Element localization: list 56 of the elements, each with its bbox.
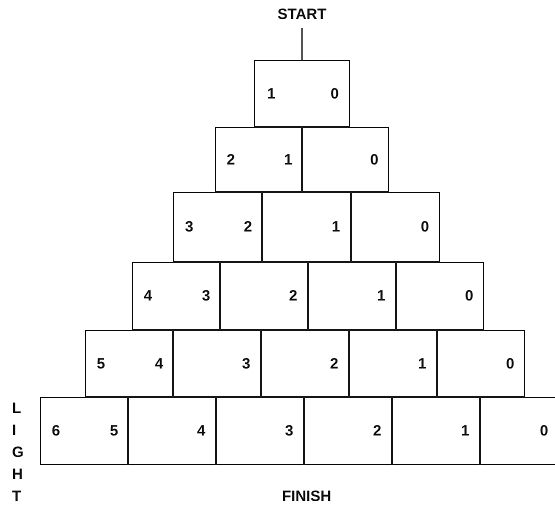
vertical-letter: T bbox=[12, 488, 22, 505]
number-label: 2 bbox=[372, 422, 382, 440]
pyramid-box bbox=[396, 262, 484, 330]
vertical-letter: L bbox=[12, 400, 22, 417]
pyramid-box bbox=[308, 262, 396, 330]
number-label: 1 bbox=[284, 151, 292, 168]
number-label: 0 bbox=[420, 218, 430, 236]
number-label: 0 bbox=[370, 151, 378, 168]
number-label: 2 bbox=[330, 355, 338, 372]
number-label: 1 bbox=[332, 218, 340, 236]
finish-label: FINISH bbox=[282, 488, 332, 505]
pyramid-box bbox=[220, 262, 308, 330]
pyramid-box bbox=[40, 397, 128, 465]
number-label: 5 bbox=[110, 422, 118, 440]
number-label: 3 bbox=[184, 218, 194, 236]
number-label: 0 bbox=[330, 85, 339, 102]
pyramid-box bbox=[437, 330, 525, 397]
number-label: 1 bbox=[376, 288, 386, 304]
number-label: 3 bbox=[284, 422, 294, 440]
number-label: 4 bbox=[154, 355, 164, 372]
number-label: 6 bbox=[52, 422, 60, 440]
number-label: 4 bbox=[144, 288, 152, 304]
number-label: 1 bbox=[267, 85, 276, 102]
pyramid-box bbox=[261, 330, 349, 397]
number-label: 2 bbox=[244, 218, 252, 236]
number-label: 1 bbox=[460, 422, 470, 440]
vertical-letter: I bbox=[12, 422, 16, 439]
number-label: 3 bbox=[202, 288, 210, 304]
pyramid-box bbox=[480, 397, 555, 465]
pyramid-box bbox=[173, 192, 262, 262]
pyramid-box bbox=[173, 330, 261, 397]
number-label: 4 bbox=[196, 422, 206, 440]
start-label: START bbox=[272, 6, 332, 23]
vertical-letter: G bbox=[12, 444, 24, 461]
number-label: 2 bbox=[226, 151, 235, 168]
connector-line bbox=[301, 28, 303, 60]
number-label: 0 bbox=[506, 355, 514, 372]
pyramid-box bbox=[351, 192, 440, 262]
number-label: 3 bbox=[242, 355, 250, 372]
pyramid-box bbox=[302, 127, 389, 192]
number-label: 2 bbox=[288, 288, 298, 304]
pyramid-box bbox=[349, 330, 437, 397]
pyramid-box bbox=[392, 397, 480, 465]
pyramid-box bbox=[132, 262, 220, 330]
number-label: 0 bbox=[464, 288, 474, 304]
number-label: 0 bbox=[540, 422, 548, 440]
vertical-letter: H bbox=[12, 466, 23, 483]
pyramid-box bbox=[304, 397, 392, 465]
pyramid-box bbox=[262, 192, 351, 262]
number-label: 1 bbox=[418, 355, 426, 372]
pyramid-box bbox=[215, 127, 302, 192]
pyramid-box bbox=[85, 330, 173, 397]
pyramid-box bbox=[216, 397, 304, 465]
pyramid-box bbox=[254, 60, 350, 127]
number-label: 5 bbox=[96, 355, 106, 372]
pyramid-box bbox=[128, 397, 216, 465]
